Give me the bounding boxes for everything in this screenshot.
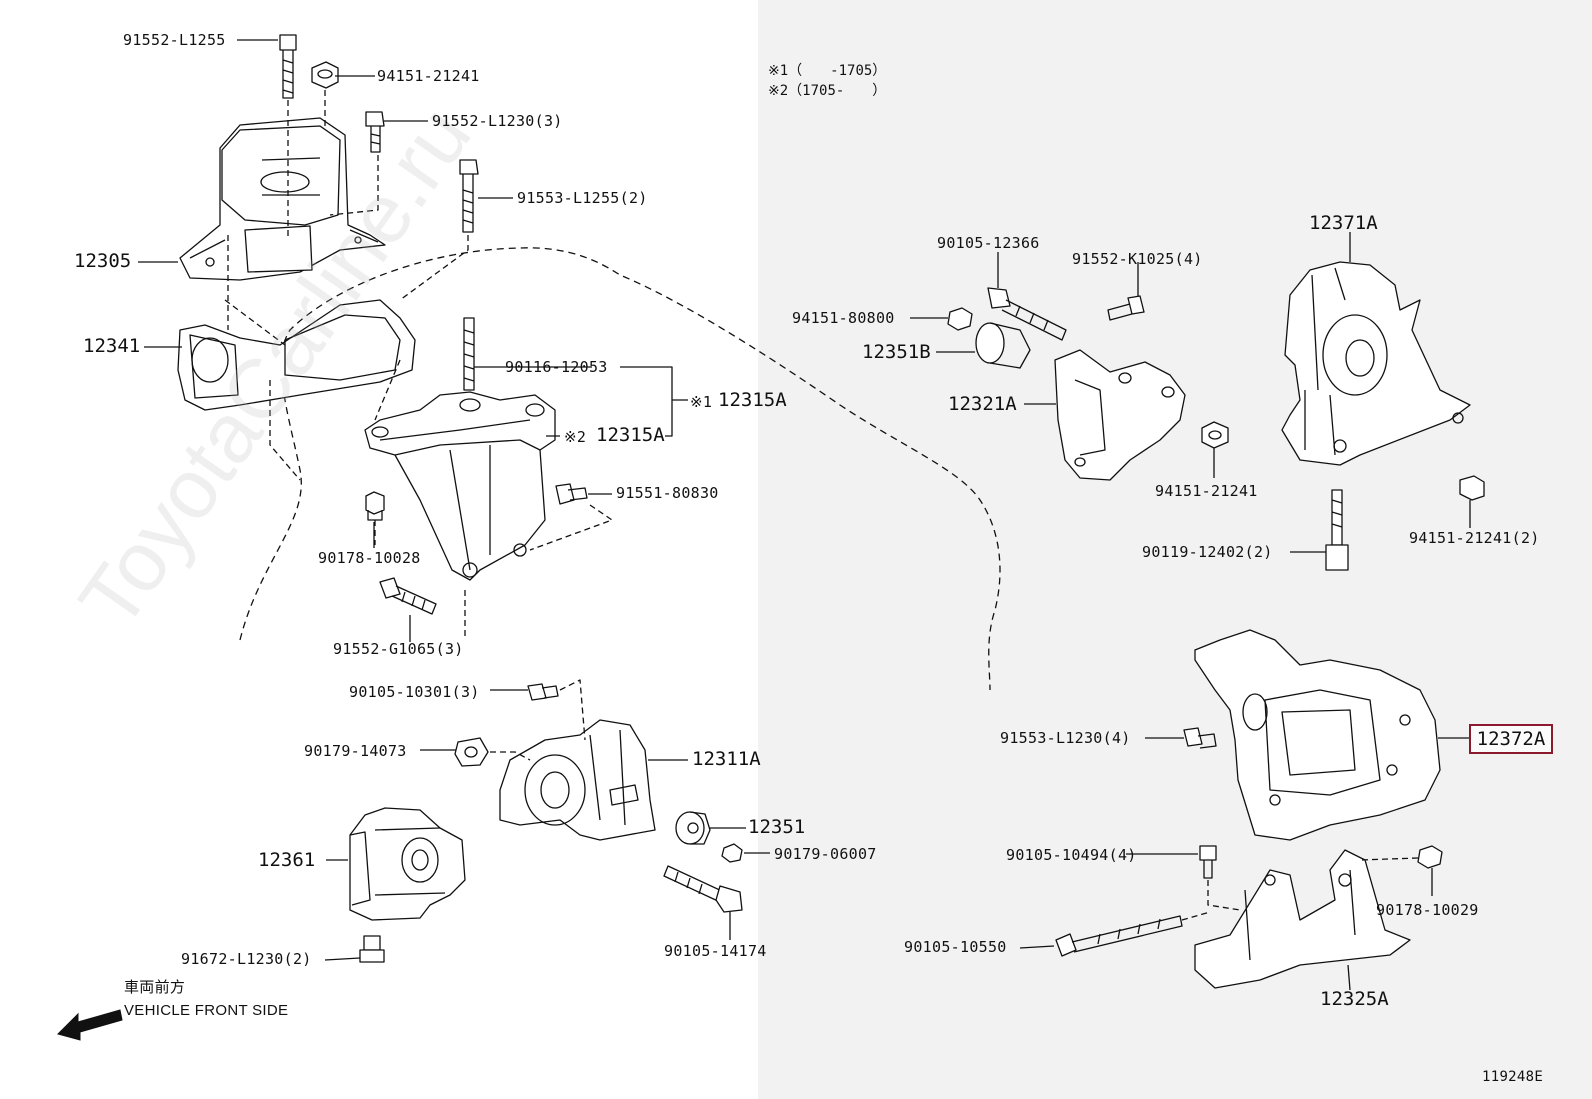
part-label-12372A-highlighted[interactable]: 12372A bbox=[1469, 724, 1553, 754]
part-label-91552-L1255[interactable]: 91552-L1255 bbox=[123, 31, 226, 49]
part-label-90105-14174[interactable]: 90105-14174 bbox=[664, 942, 767, 960]
part-label-94151-21241-mid[interactable]: 94151-21241 bbox=[1155, 482, 1258, 500]
front-arrow-shape bbox=[57, 1009, 123, 1041]
mount-12371A-shape bbox=[1281, 261, 1471, 466]
part-label-91551-80830[interactable]: 91551-80830 bbox=[616, 484, 719, 502]
diagram-id: 119248E bbox=[1482, 1069, 1544, 1085]
part-label-91552-K1025-4[interactable]: 91552-K1025(4) bbox=[1072, 250, 1203, 268]
part-label-12315A-1[interactable]: 12315A bbox=[718, 389, 787, 411]
part-label-90105-10301-3[interactable]: 90105-10301(3) bbox=[349, 683, 480, 701]
part-label-12371A[interactable]: 12371A bbox=[1309, 212, 1378, 234]
part-label-12351[interactable]: 12351 bbox=[748, 816, 806, 838]
bolt-91553-L1255-shape bbox=[459, 159, 479, 233]
bracket-12321A-shape bbox=[1054, 349, 1186, 481]
part-label-94151-21241-2[interactable]: 94151-21241(2) bbox=[1409, 529, 1540, 547]
bolt-91552-L1230-shape bbox=[365, 111, 385, 153]
bolt-90119-12402-shape bbox=[1325, 489, 1349, 571]
nut-90179-14073-shape bbox=[454, 737, 489, 767]
part-label-12315A-2[interactable]: 12315A bbox=[596, 424, 665, 446]
part-label-12325A[interactable]: 12325A bbox=[1320, 988, 1389, 1010]
bracket-12325A-shape bbox=[1194, 849, 1411, 989]
part-label-90105-10494-4[interactable]: 90105-10494(4) bbox=[1006, 846, 1137, 864]
part-label-12321A[interactable]: 12321A bbox=[948, 393, 1017, 415]
mark-1-label: ※1 bbox=[690, 393, 713, 411]
part-label-90105-10550[interactable]: 90105-10550 bbox=[904, 938, 1007, 956]
part-label-90178-10029[interactable]: 90178-10029 bbox=[1376, 901, 1479, 919]
bolt-91672-L1230-shape bbox=[359, 935, 385, 963]
nut-90178-10029-shape bbox=[1417, 845, 1443, 869]
note-2: ※2（1705- ） bbox=[768, 83, 887, 99]
part-label-91552-G1065-3[interactable]: 91552-G1065(3) bbox=[333, 640, 464, 658]
right-panel-background bbox=[758, 0, 1592, 1099]
bracket-12315A-shape bbox=[364, 391, 556, 581]
part-label-91553-L1255-2[interactable]: 91553-L1255(2) bbox=[517, 189, 648, 207]
part-label-12372A: 12372A bbox=[1476, 728, 1546, 750]
part-label-12361[interactable]: 12361 bbox=[258, 849, 316, 871]
part-label-90105-12366[interactable]: 90105-12366 bbox=[937, 234, 1040, 252]
bolt-90105-10550-shape bbox=[1055, 915, 1183, 957]
nut-94151-21241-2-shape bbox=[1459, 475, 1485, 501]
note-1: ※1（ -1705） bbox=[768, 63, 887, 79]
nut-90178-10028-shape bbox=[365, 491, 385, 521]
bolt-90105-10301-shape bbox=[527, 683, 559, 701]
bracket-12341-shape bbox=[177, 299, 416, 411]
mount-12361-shape bbox=[349, 807, 466, 921]
bushing-12351-shape bbox=[675, 811, 711, 845]
mark-2-label: ※2 bbox=[564, 428, 587, 446]
part-label-94151-80800[interactable]: 94151-80800 bbox=[792, 309, 895, 327]
bolt-90105-10494-shape bbox=[1199, 845, 1217, 879]
bolt-91552-L1255-shape bbox=[279, 34, 297, 99]
bracket-12372A-shape bbox=[1194, 629, 1441, 841]
part-label-12351B[interactable]: 12351B bbox=[862, 341, 931, 363]
nut-94151-80800-shape bbox=[947, 307, 973, 331]
part-label-91672-L1230-2[interactable]: 91672-L1230(2) bbox=[181, 950, 312, 968]
bolt-90105-14174-shape bbox=[663, 865, 743, 913]
bolt-91553-L1230-shape bbox=[1183, 727, 1217, 749]
part-label-91552-L1230-3[interactable]: 91552-L1230(3) bbox=[432, 112, 563, 130]
part-label-91553-L1230-4[interactable]: 91553-L1230(4) bbox=[1000, 729, 1131, 747]
part-label-90178-10028[interactable]: 90178-10028 bbox=[318, 549, 421, 567]
vehicle-front-jp: 車両前方 bbox=[124, 978, 186, 996]
part-label-12341[interactable]: 12341 bbox=[83, 335, 141, 357]
nut-94151-21241-top-shape bbox=[311, 61, 339, 89]
nut-94151-21241-mid-shape bbox=[1201, 421, 1229, 449]
bracket-12311A-shape bbox=[499, 719, 656, 841]
part-label-90179-06007[interactable]: 90179-06007 bbox=[774, 845, 877, 863]
bushing-12351B-shape bbox=[975, 322, 1031, 369]
part-label-94151-21241-top[interactable]: 94151-21241 bbox=[377, 67, 480, 85]
bolt-91551-80830-shape bbox=[555, 483, 588, 505]
bolt-91552-K1025-shape bbox=[1107, 295, 1145, 321]
part-label-12311A[interactable]: 12311A bbox=[692, 748, 761, 770]
part-label-90119-12402-2[interactable]: 90119-12402(2) bbox=[1142, 543, 1273, 561]
part-label-90179-14073[interactable]: 90179-14073 bbox=[304, 742, 407, 760]
engine-outline-dashed bbox=[239, 247, 1001, 691]
part-label-12305[interactable]: 12305 bbox=[74, 250, 132, 272]
stud-90116-12053-shape bbox=[463, 317, 475, 391]
vehicle-front-en: VEHICLE FRONT SIDE bbox=[124, 1002, 289, 1019]
part-label-90116-12053[interactable]: 90116-12053 bbox=[505, 358, 608, 376]
nut-90179-06007-shape bbox=[721, 843, 743, 863]
bolt-90105-12366-shape bbox=[987, 287, 1067, 341]
engine-mount-12305-shape bbox=[179, 117, 386, 281]
bolt-91552-G1065-shape bbox=[379, 577, 437, 615]
